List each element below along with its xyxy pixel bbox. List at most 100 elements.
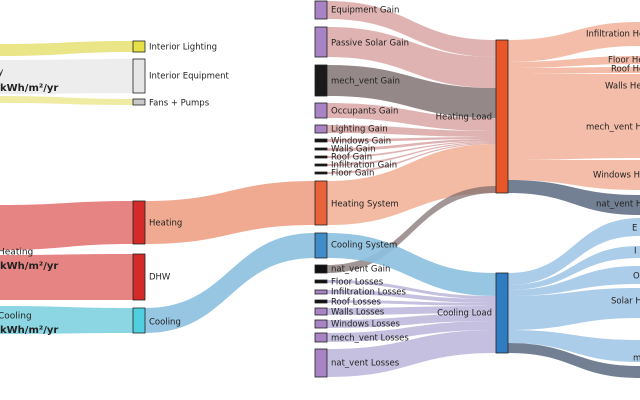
link-infiltration-losses-to-cooling-load bbox=[327, 290, 496, 303]
label-infiltration-gain: Infiltration Gain bbox=[331, 161, 397, 171]
nodes-layer bbox=[132, 0, 509, 378]
node-interior-lighting bbox=[132, 40, 146, 53]
link-mech-vent-gain-to-heating-load bbox=[327, 65, 496, 118]
link-roof-gain-to-heating-load bbox=[327, 141, 496, 158]
label-heating: Heating bbox=[149, 219, 182, 229]
label-out-floor-heat: Floor Hea bbox=[608, 56, 640, 66]
label-out-roof-heat: Roof Hea bbox=[611, 65, 640, 75]
label-out-nat-vent-heat: nat_vent Hea bbox=[596, 200, 640, 210]
label-interior-equipment: Interior Equipment bbox=[149, 72, 230, 82]
label-dhw: DHW bbox=[149, 273, 171, 283]
label-interior-lighting: Interior Lighting bbox=[149, 43, 217, 53]
label-out-cool-5: m bbox=[633, 354, 640, 364]
link-cooling-system-to-cooling-load bbox=[327, 233, 496, 296]
node-nat-vent-gain bbox=[314, 264, 328, 274]
label-windows-losses: Windows Losses bbox=[331, 320, 401, 330]
label-out-windows-heat: Windows Hea bbox=[593, 171, 640, 181]
link-heating-load-to-out-mech-vent-heat bbox=[508, 96, 640, 160]
links-layer bbox=[0, 1, 640, 378]
node-walls-gain bbox=[314, 147, 328, 151]
label-heating-system: Heating System bbox=[331, 200, 399, 210]
link-heating-load-to-out-floor-heat bbox=[508, 56, 640, 68]
label-walls-gain: Walls Gain bbox=[331, 145, 375, 155]
node-cooling-system bbox=[314, 232, 328, 259]
label-out-cool-2: I bbox=[634, 247, 637, 257]
node-cooling-load bbox=[495, 272, 509, 354]
link-heating-load-to-out-nat-vent-heat bbox=[508, 180, 640, 215]
label-walls-losses: Walls Losses bbox=[331, 308, 385, 318]
link-lighting bbox=[0, 41, 133, 56]
node-infiltration-losses bbox=[314, 289, 328, 295]
node-heating-load bbox=[495, 39, 509, 194]
link-cooling-load-to-out-cool-5 bbox=[508, 330, 640, 362]
link-cooling-load-to-out-cool-1 bbox=[508, 218, 640, 285]
link-cooling-load-to-out-cool-2 bbox=[508, 246, 640, 290]
label-windows-gain: Windows Gain bbox=[331, 137, 391, 147]
link-windows-losses-to-cooling-load bbox=[327, 313, 496, 328]
label-cooling-load: Cooling Load bbox=[437, 309, 492, 319]
label-out-infiltration-heat: Infiltration Hea bbox=[586, 30, 640, 40]
source-label-src-cooling: Cooling bbox=[0, 312, 32, 322]
label-out-cool-3: O bbox=[633, 272, 640, 282]
labels-layer: ykWh/m²/yrHeatingkWh/m²/yrCoolingkWh/m²/… bbox=[0, 6, 640, 369]
link-windows-gain-to-heating-load bbox=[327, 137, 496, 142]
link-equipment bbox=[0, 59, 133, 94]
link-cooling bbox=[0, 306, 133, 334]
label-cooling-system: Cooling System bbox=[331, 241, 397, 251]
label-mech-vent-gain: mech_vent Gain bbox=[331, 77, 400, 87]
label-occupants-gain: Occupants Gain bbox=[331, 107, 398, 117]
label-passive-solar-gain: Passive Solar Gain bbox=[331, 39, 409, 49]
link-heating-to-heating-system bbox=[145, 181, 315, 244]
node-passive-solar-gain bbox=[314, 26, 328, 58]
label-mech-vent-losses: mech_vent Losses bbox=[331, 334, 409, 344]
link-equipment-gain-to-heating-load bbox=[327, 1, 496, 57]
node-walls-losses bbox=[314, 307, 328, 316]
link-occupants-gain-to-heating-load bbox=[327, 103, 496, 131]
node-infiltration-gain bbox=[314, 163, 328, 167]
label-cooling: Cooling bbox=[149, 318, 181, 328]
label-floor-gain: Floor Gain bbox=[331, 169, 374, 179]
link-mech-vent-losses-to-cooling-load bbox=[327, 321, 496, 342]
label-fans-pumps: Fans + Pumps bbox=[149, 99, 210, 109]
link-cooling-to-cooling-system bbox=[145, 233, 315, 333]
label-roof-gain: Roof Gain bbox=[331, 153, 372, 163]
link-heating-load-to-out-infiltration-heat bbox=[508, 22, 640, 62]
source-label-src-heating: Heating bbox=[0, 248, 33, 258]
label-lighting-gain: Lighting Gain bbox=[331, 125, 388, 135]
node-floor-gain bbox=[314, 171, 328, 175]
label-equipment-gain: Equipment Gain bbox=[331, 6, 399, 16]
node-mech-vent-losses bbox=[314, 332, 328, 343]
node-fans-pumps bbox=[132, 98, 146, 106]
link-cooling-load-to-out-cool-solar bbox=[508, 288, 640, 330]
link-passive-solar-gain-to-heating-load bbox=[327, 27, 496, 88]
link-heating-load-to-out-windows-heat bbox=[508, 160, 640, 190]
label-out-walls-heat: Walls Hea bbox=[605, 82, 640, 92]
link-heating-system-to-heating-load bbox=[327, 144, 496, 225]
label-out-cool-1: E bbox=[632, 224, 637, 234]
link-heating-load-to-out-roof-heat bbox=[508, 67, 640, 74]
label-nat-vent-losses: nat_vent Losses bbox=[331, 359, 400, 369]
node-windows-losses bbox=[314, 319, 328, 329]
link-lighting-gain-to-heating-load bbox=[327, 125, 496, 137]
node-nat-vent-losses bbox=[314, 348, 328, 378]
label-out-cool-solar: Solar He bbox=[611, 297, 640, 307]
node-roof-gain bbox=[314, 155, 328, 159]
label-nat-vent-gain: nat_vent Gain bbox=[331, 265, 390, 275]
node-cooling bbox=[132, 307, 146, 334]
node-mech-vent-gain bbox=[314, 64, 328, 97]
label-heating-load: Heating Load bbox=[436, 113, 492, 123]
label-floor-losses: Floor Losses bbox=[331, 278, 384, 288]
node-heating-system bbox=[314, 180, 328, 226]
link-heating-load-to-out-walls-heat bbox=[508, 74, 640, 96]
link-floor-gain-to-heating-load bbox=[327, 143, 496, 174]
link-dhw bbox=[0, 254, 133, 300]
node-windows-gain bbox=[314, 138, 328, 143]
link-nat-vent-gain-to-heating-load bbox=[327, 186, 496, 273]
source-label-src-top: y bbox=[0, 68, 4, 78]
link-floor-losses-to-cooling-load bbox=[327, 280, 496, 299]
node-heating bbox=[132, 200, 146, 245]
link-roof-losses-to-cooling-load bbox=[327, 300, 496, 306]
node-equipment-gain bbox=[314, 0, 328, 20]
link-walls-gain-to-heating-load bbox=[327, 139, 496, 151]
